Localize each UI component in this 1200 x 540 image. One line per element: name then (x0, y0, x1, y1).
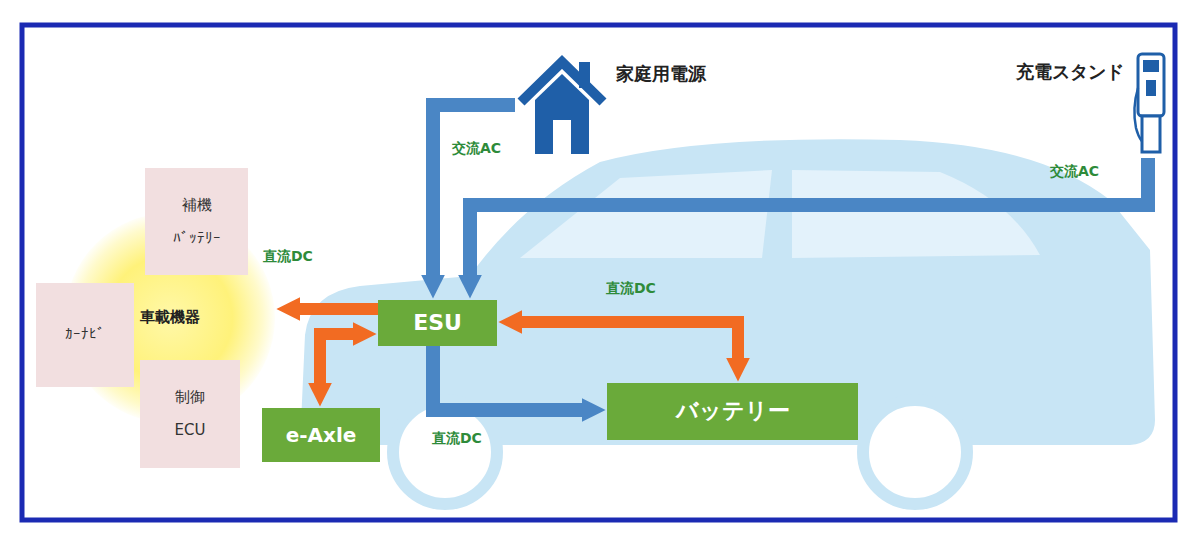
node-label: 制御 ECU (164, 381, 216, 447)
house-icon (515, 50, 610, 155)
control-ecu-box: 制御 ECU (140, 360, 240, 468)
flow-arrow (520, 322, 738, 360)
aux-battery-box: 補機 ﾊﾞｯﾃﾘｰ (145, 168, 248, 275)
battery-box: バッテリー (607, 383, 858, 440)
flow-arrow (433, 346, 584, 410)
node-label: 車載機器 (140, 308, 200, 328)
car-wheel (863, 400, 967, 504)
node-label: e-Axle (286, 422, 357, 448)
charger-icon (1130, 48, 1170, 158)
current-label: 交流AC (452, 140, 501, 158)
flow-arrow (298, 303, 378, 315)
car-window (520, 170, 772, 258)
esu-box: ESU (378, 300, 497, 346)
current-label: 交流AC (1050, 163, 1099, 181)
house-node: 家庭用電源 (515, 50, 706, 155)
node-label: 充電スタンド (1016, 60, 1124, 83)
node-label: 家庭用電源 (616, 62, 706, 85)
current-label: 直流DC (432, 430, 482, 448)
outer-frame (22, 25, 1175, 520)
car-window (792, 170, 1040, 258)
e-axle-box: e-Axle (262, 408, 380, 462)
node-label: ｶｰﾅﾋﾞ (65, 325, 105, 345)
flow-arrow (470, 158, 1148, 277)
node-label: 補機 ﾊﾞｯﾃﾘｰ (161, 189, 233, 255)
current-label: 直流DC (606, 280, 656, 298)
node-label: バッテリー (676, 397, 790, 426)
node-label: ESU (413, 309, 462, 338)
navigation-box: ｶｰﾅﾋﾞ (36, 283, 134, 387)
flow-arrow (320, 334, 355, 385)
current-label: 直流DC (263, 248, 313, 266)
charger-node: 充電スタンド (1016, 48, 1170, 158)
